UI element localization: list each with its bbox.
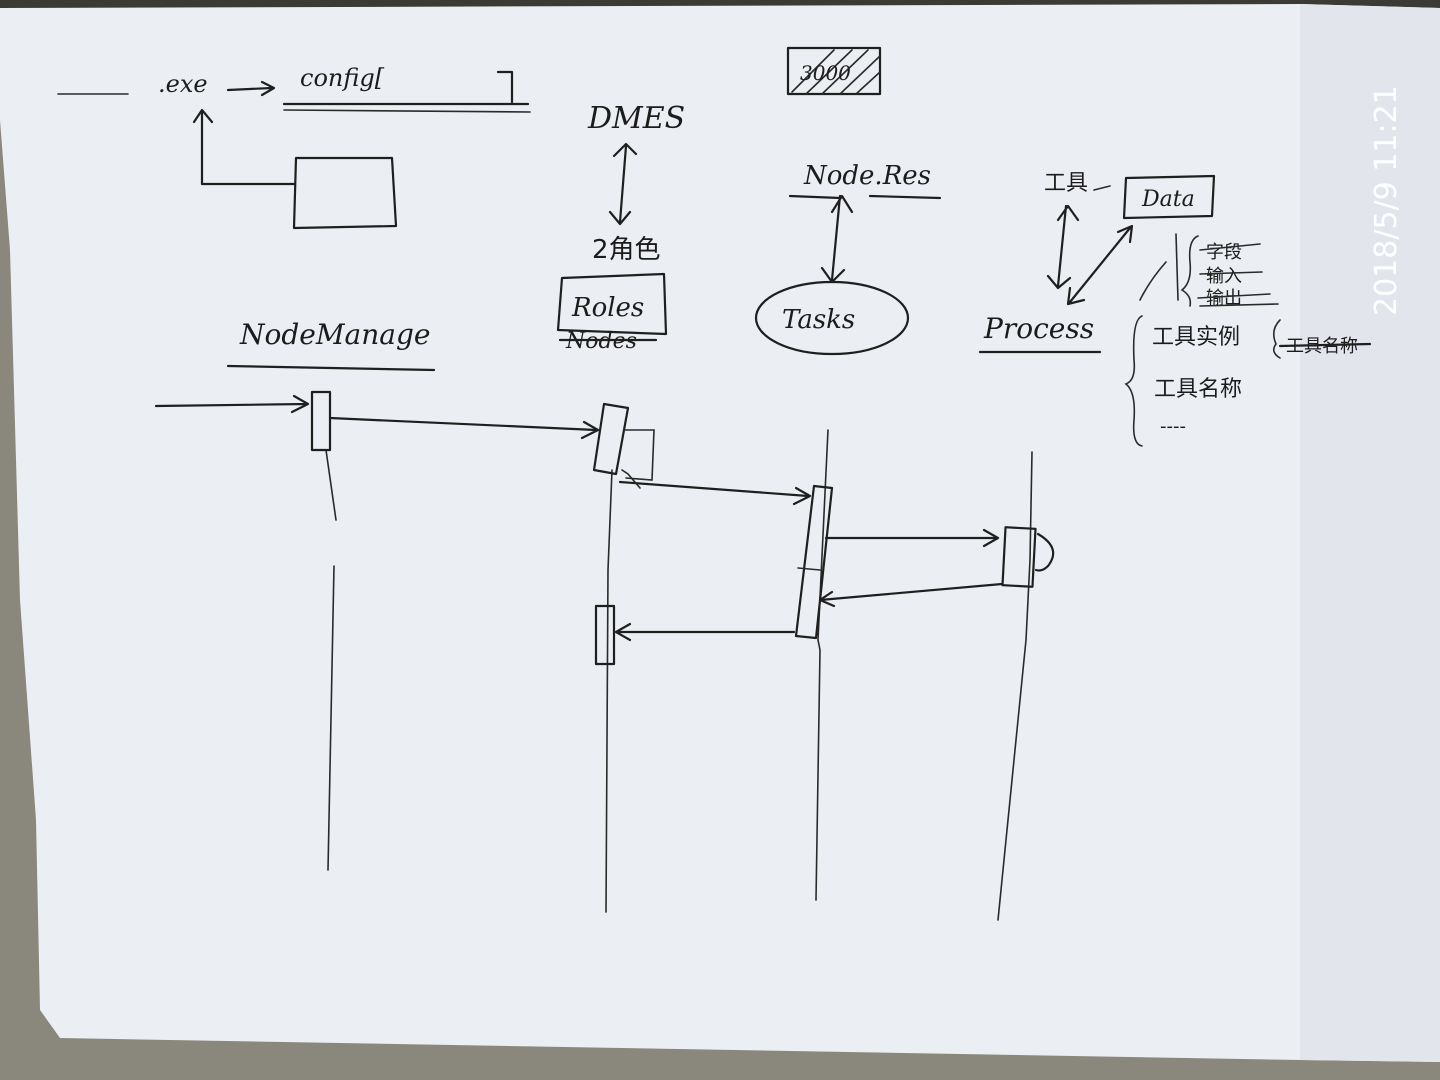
participant-nodemanage: NodeManage [239, 318, 430, 351]
dmes-label: DMES [587, 101, 685, 136]
note-tool-name: 工具名称 [1154, 377, 1242, 402]
config-box [292, 156, 398, 230]
roles-note: 2角色 [592, 235, 661, 265]
message-process-tasks [818, 582, 1004, 608]
activation-roles-1 [592, 402, 630, 476]
node-res-label: Node.Res [803, 161, 931, 191]
lifeline-tasks [815, 429, 829, 901]
message-roles-tasks [618, 480, 812, 506]
participant-tasks: Tasks [782, 305, 855, 335]
struck-note-3: 输出 [1206, 288, 1242, 309]
hatched-box [786, 46, 882, 96]
struck-note-1: 字段 [1206, 242, 1242, 263]
participant-roles: Roles [571, 293, 644, 323]
activation-tasks [794, 484, 834, 640]
activation-process [1001, 526, 1037, 588]
exe-label: .exe [158, 70, 208, 98]
lifeline-nodemanage [325, 449, 337, 871]
note-ellipsis: ---- [1160, 416, 1186, 437]
message-tasks-process [824, 528, 1000, 548]
config-label: config[ [300, 64, 385, 92]
hatched-value: 3000 [800, 61, 851, 85]
message-tasks-roles [614, 622, 796, 642]
data-label: Data [1141, 187, 1195, 212]
activation-nodemanage [310, 390, 332, 452]
message-nodemanage-roles [328, 416, 600, 440]
participant-process: Process [983, 312, 1094, 345]
lifeline-roles [605, 469, 613, 913]
participant-roles-struck: Nodes [565, 329, 637, 354]
participant-tasks-ellipse [754, 280, 910, 356]
tool-label: 工具 [1044, 171, 1088, 196]
lifeline-process [997, 451, 1033, 921]
message-entry [154, 394, 310, 414]
activation-roles-2 [594, 604, 616, 666]
data-box [1122, 174, 1216, 220]
paper-sheet [0, 4, 1440, 1062]
note-tool-instance: 工具实例 [1152, 325, 1240, 350]
note-side-struck: 工具名称 [1286, 336, 1358, 357]
photo-timestamp: 2018/5/9 11:21 [1369, 85, 1404, 316]
participant-roles-box [556, 272, 668, 336]
struck-note-2: 输入 [1206, 266, 1242, 287]
